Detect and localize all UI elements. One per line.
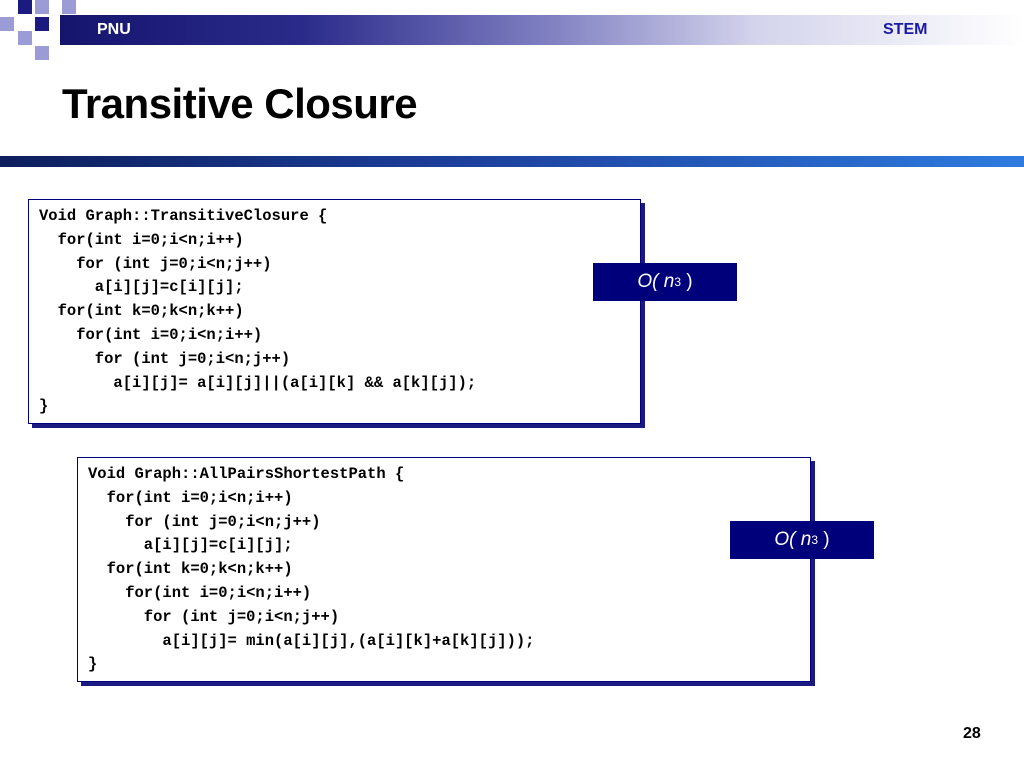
- header-right-label: STEM: [883, 21, 928, 38]
- code-block: Void Graph::AllPairsShortestPath { for(i…: [88, 465, 535, 674]
- header-left-label: PNU: [97, 21, 131, 38]
- decor-square: [18, 31, 32, 45]
- complexity-var: n: [800, 529, 812, 550]
- decor-square: [35, 17, 49, 31]
- slide-title: Transitive Closure: [62, 80, 418, 127]
- code-box-transitive-closure: Void Graph::TransitiveClosure { for(int …: [28, 199, 641, 424]
- decor-square: [35, 0, 49, 14]
- decor-square: [62, 0, 76, 14]
- complexity-var: n: [663, 271, 675, 292]
- decor-square: [0, 17, 14, 31]
- page-number: 28: [963, 725, 981, 742]
- complexity-prefix: O(: [637, 271, 659, 292]
- complexity-suffix: ): [823, 529, 830, 550]
- decor-square: [35, 46, 49, 60]
- code-block: Void Graph::TransitiveClosure { for(int …: [39, 207, 477, 416]
- decor-square: [18, 0, 32, 14]
- code-box-all-pairs-shortest-path: Void Graph::AllPairsShortestPath { for(i…: [77, 457, 811, 682]
- header-bar: [60, 15, 1024, 45]
- complexity-suffix: ): [686, 271, 693, 292]
- complexity-prefix: O(: [774, 529, 796, 550]
- title-divider: [0, 156, 1024, 167]
